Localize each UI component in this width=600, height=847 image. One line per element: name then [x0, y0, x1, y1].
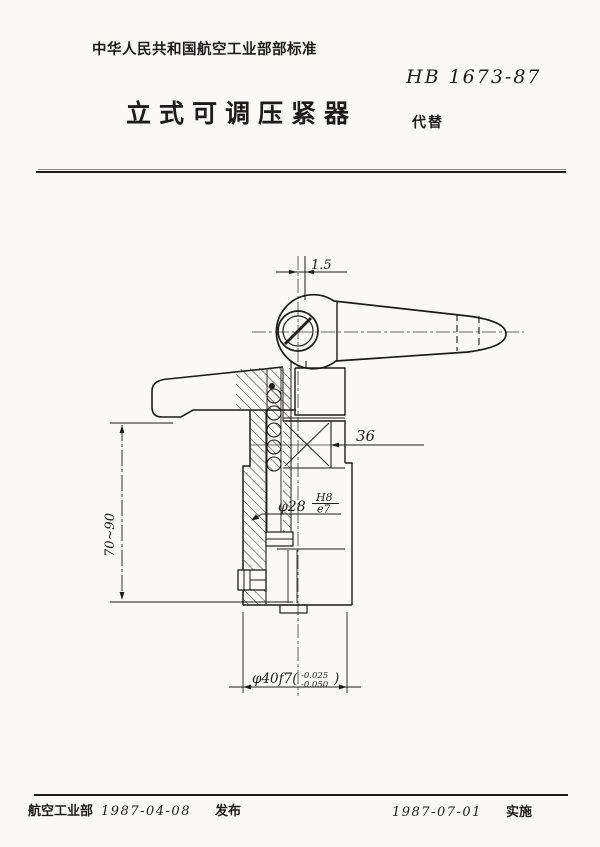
screw-slot — [284, 317, 312, 345]
dimension-width: 36 — [331, 427, 424, 448]
svg-text:36: 36 — [356, 427, 376, 445]
document-title: 立式可调压紧器 — [126, 99, 358, 128]
svg-text:e7: e7 — [317, 503, 331, 516]
dimension-bore-fit: φ28 H8 e7 — [251, 491, 341, 521]
dimension-shaft-fit: φ40f7( -0.025 -0.050 ) — [229, 612, 361, 693]
footer-rule — [34, 794, 568, 796]
header-rule — [36, 171, 566, 173]
pivot-screw-inner — [282, 315, 314, 347]
technical-drawing: 1.5 36 φ28 H8 e7 70~90 — [103, 256, 524, 696]
footer-issue-label: 发布 — [214, 804, 241, 819]
bottom-tab — [279, 604, 308, 614]
svg-text:φ40f7(: φ40f7( — [252, 671, 298, 687]
flat-cross-mark — [284, 422, 330, 467]
standard-org-title: 中华人民共和国航空工业部部标准 — [92, 42, 317, 58]
svg-text:φ28: φ28 — [278, 499, 306, 515]
svg-text:-0.025: -0.025 — [301, 671, 328, 681]
set-screw-detail — [237, 569, 267, 591]
svg-text:1.5: 1.5 — [311, 258, 332, 273]
pivot-screw-outer — [277, 310, 319, 352]
footer-impl-date: 1987-07-01 — [392, 805, 482, 820]
dimension-height-range: 70~90 — [103, 422, 293, 603]
footer-issue: 航空工业部 1987-04-08 发布 — [28, 800, 241, 819]
standard-number: HB 1673-87 — [406, 66, 542, 88]
footer-impl-label: 实施 — [505, 805, 532, 820]
footer-issue-date: 1987-04-08 — [101, 804, 191, 819]
footer-issuer: 航空工业部 — [28, 804, 94, 819]
svg-text:H8: H8 — [315, 491, 333, 504]
svg-text:-0.050: -0.050 — [301, 680, 329, 690]
adjusting-screw-spring — [265, 368, 294, 547]
svg-text:): ) — [333, 671, 339, 687]
header-rule-light — [38, 169, 566, 170]
dimension-slot: 1.5 — [276, 256, 347, 300]
svg-text:70~90: 70~90 — [103, 513, 118, 557]
clamp-body — [243, 361, 353, 614]
supersedes-label: 代替 — [412, 115, 444, 131]
footer-implementation: 1987-07-01 实施 — [392, 801, 532, 820]
